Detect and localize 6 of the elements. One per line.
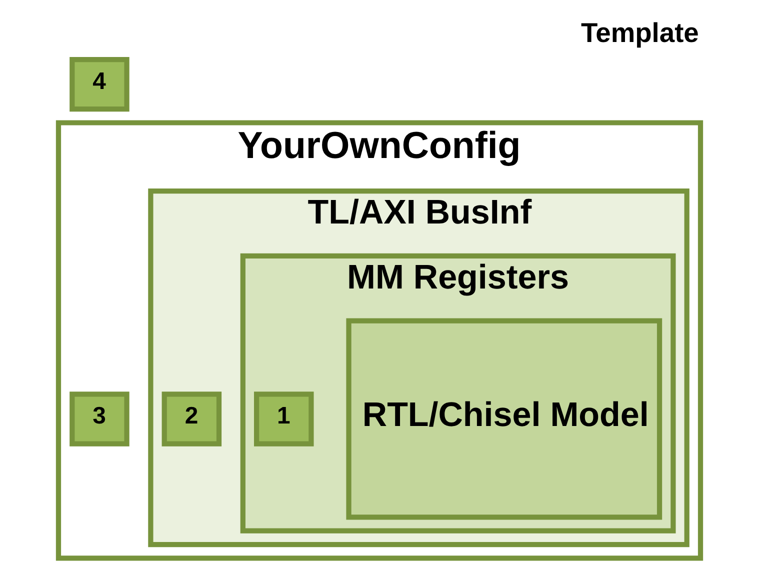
node-box: RTL/Chisel Model: [346, 318, 662, 520]
node-box: 1: [254, 392, 314, 446]
node-box: 4: [69, 57, 129, 112]
node-box: 3: [69, 392, 129, 446]
node-box: 2: [161, 392, 222, 446]
diagram-title: Template: [580, 17, 698, 48]
